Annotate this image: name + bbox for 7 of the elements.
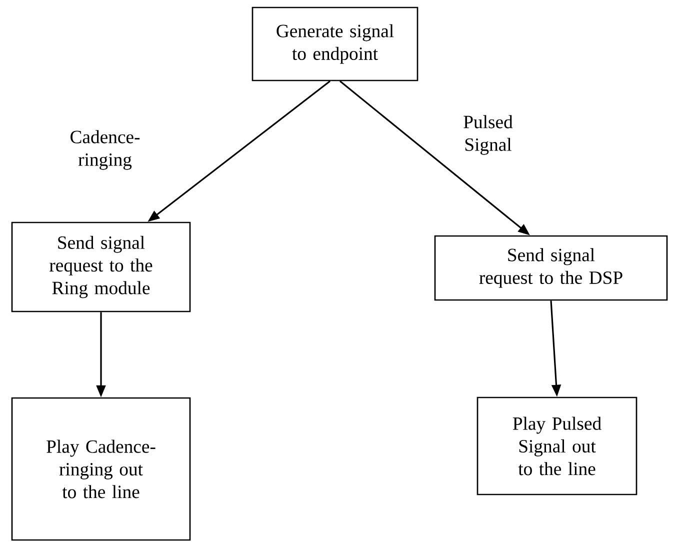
process-box: Play Cadence-ringing out to the line — [11, 397, 191, 541]
process-box: Send signal request to the DSP — [434, 235, 668, 301]
edge-label: Cadence-ringing — [70, 130, 140, 170]
process-box: Generate signal to endpoint — [252, 6, 418, 82]
edge-label: Pulsed Signal — [464, 115, 513, 155]
process-box: Send signal request to the Ring module — [11, 222, 191, 312]
process-box: Play Pulsed Signal out to the line — [476, 396, 638, 496]
